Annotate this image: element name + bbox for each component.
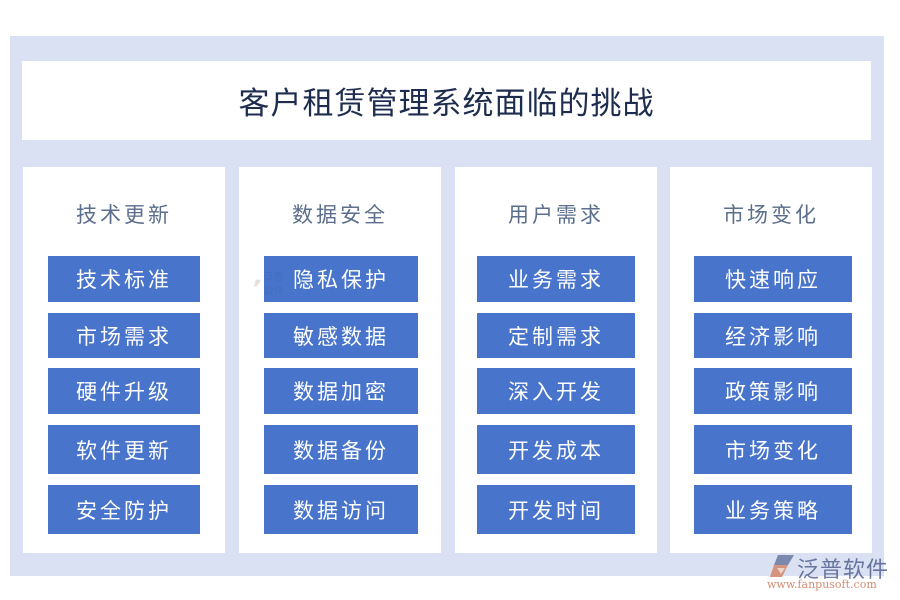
item-button[interactable]: 深入开发 xyxy=(477,368,635,414)
item-button[interactable]: 技术标准 xyxy=(48,256,200,302)
item-button[interactable]: 开发时间 xyxy=(477,485,635,534)
item-button[interactable]: 定制需求 xyxy=(477,313,635,358)
item-button[interactable]: 硬件升级 xyxy=(48,368,200,414)
column-heading: 数据安全 xyxy=(292,203,388,227)
item-button[interactable]: 隐私保护 xyxy=(264,256,418,302)
faint-watermark: 泛普软件 xyxy=(253,272,293,298)
column-heading: 市场变化 xyxy=(723,203,819,227)
column-tech-update: 技术更新 技术标准 市场需求 硬件升级 软件更新 安全防护 xyxy=(23,167,225,553)
item-button[interactable]: 市场需求 xyxy=(48,313,200,358)
item-button[interactable]: 政策影响 xyxy=(694,368,852,414)
item-button[interactable]: 数据加密 xyxy=(264,368,418,414)
column-user-needs: 用户需求 业务需求 定制需求 深入开发 开发成本 开发时间 xyxy=(455,167,657,553)
column-heading: 技术更新 xyxy=(76,203,172,227)
item-button[interactable]: 安全防护 xyxy=(48,485,200,534)
item-button[interactable]: 业务策略 xyxy=(694,485,852,534)
item-button[interactable]: 开发成本 xyxy=(477,425,635,474)
item-button[interactable]: 数据访问 xyxy=(264,485,418,534)
item-button[interactable]: 快速响应 xyxy=(694,256,852,302)
item-button[interactable]: 敏感数据 xyxy=(264,313,418,358)
page-title: 客户租赁管理系统面临的挑战 xyxy=(238,86,655,122)
column-heading: 用户需求 xyxy=(508,203,604,227)
fanpu-logo-icon xyxy=(253,279,262,287)
title-box: 客户租赁管理系统面临的挑战 xyxy=(22,61,871,140)
watermark-name: 泛普软件 xyxy=(797,558,890,583)
watermark-name: 泛普软件 xyxy=(263,272,284,298)
brand-watermark: 泛普软件 www.fanpusoft.com xyxy=(765,550,895,595)
item-button[interactable]: 软件更新 xyxy=(48,425,200,474)
item-button[interactable]: 市场变化 xyxy=(694,425,852,474)
column-market-change: 市场变化 快速响应 经济影响 政策影响 市场变化 业务策略 xyxy=(670,167,872,553)
item-button[interactable]: 数据备份 xyxy=(264,425,418,474)
item-button[interactable]: 经济影响 xyxy=(694,313,852,358)
item-button[interactable]: 业务需求 xyxy=(477,256,635,302)
watermark-url: www.fanpusoft.com xyxy=(767,578,877,591)
fanpu-logo-icon xyxy=(770,555,794,577)
column-data-security: 数据安全 隐私保护 敏感数据 数据加密 数据备份 数据访问 xyxy=(239,167,441,553)
